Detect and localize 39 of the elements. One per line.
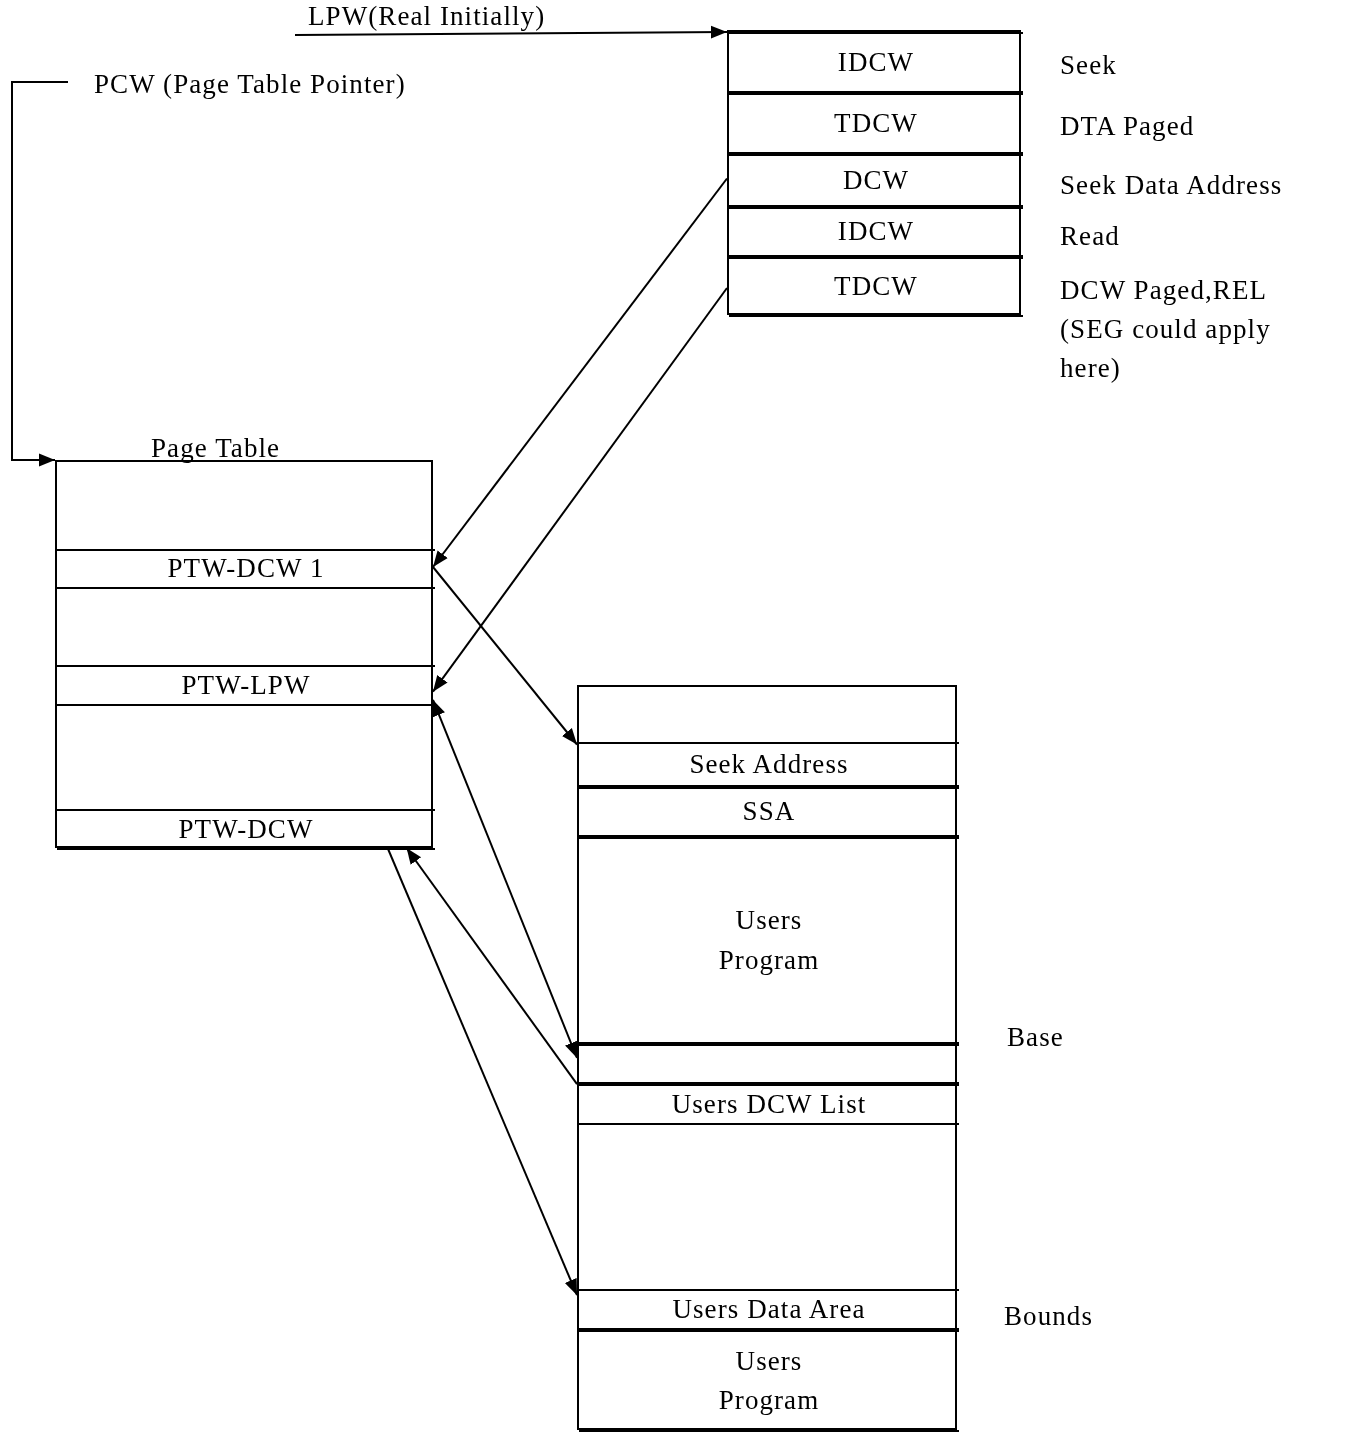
- side-note: Read: [1060, 220, 1120, 253]
- row-label: PTW-DCW: [178, 812, 314, 846]
- row-label: TDCW: [834, 270, 918, 304]
- row-label: Users DCW List: [671, 1087, 867, 1121]
- side-note: Seek: [1060, 49, 1117, 82]
- pointer-label: PCW (Page Table Pointer): [94, 68, 406, 101]
- arrow: [294, 25, 728, 39]
- row-label: PTW-LPW: [181, 668, 311, 702]
- row-label: Users Program: [717, 1344, 821, 1417]
- side-note: DTA Paged: [1060, 110, 1195, 143]
- table-row: [579, 1084, 959, 1125]
- row-label: Users Data Area: [672, 1292, 866, 1326]
- arrow: [386, 847, 578, 1297]
- side-note: Base: [1007, 1021, 1064, 1054]
- arrow: [11, 81, 69, 467]
- row-label: Seek Address: [689, 747, 849, 781]
- row-label: DCW: [842, 163, 910, 197]
- table-row: [579, 787, 959, 837]
- table-row: [579, 1330, 959, 1432]
- table-title: Page Table: [151, 432, 281, 465]
- arrow: [432, 698, 578, 1059]
- row-label: SSA: [742, 795, 796, 829]
- arrow: [432, 566, 578, 746]
- table-row: [57, 665, 435, 706]
- row-label: TDCW: [834, 106, 918, 140]
- arrow: [432, 287, 728, 693]
- table-row: [579, 742, 959, 787]
- table-row: [579, 837, 959, 1044]
- row-label: Users Program: [717, 904, 821, 977]
- row-label: IDCW: [837, 45, 915, 79]
- arrow: [405, 847, 578, 1086]
- arrow: [432, 177, 728, 568]
- table-row: [57, 809, 435, 850]
- row-label: IDCW: [837, 215, 915, 249]
- table-row: [57, 549, 435, 589]
- side-note: Seek Data Address: [1060, 169, 1283, 202]
- side-note: DCW Paged,REL (SEG could apply here): [1060, 274, 1272, 386]
- side-note: Bounds: [1004, 1300, 1093, 1333]
- row-label: PTW-DCW 1: [167, 552, 325, 586]
